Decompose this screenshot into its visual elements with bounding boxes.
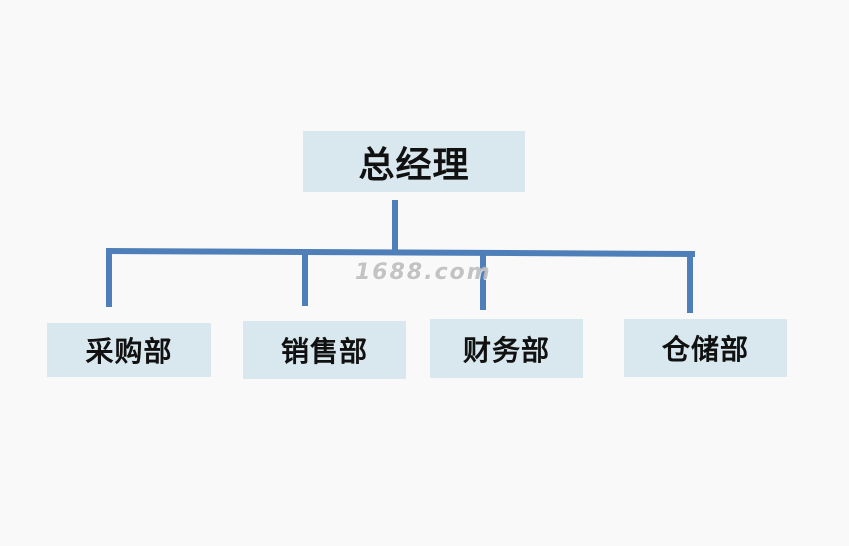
department-node-finance: 财务部 <box>430 319 583 378</box>
root-node-general-manager: 总经理 <box>303 131 525 192</box>
department-node-purchasing: 采购部 <box>47 323 211 377</box>
horizontal-bus-line <box>105 248 696 257</box>
department-node-warehouse: 仓储部 <box>624 319 787 377</box>
watermark-text: 1688.com <box>355 260 492 285</box>
department-node-sales: 销售部 <box>243 321 406 379</box>
